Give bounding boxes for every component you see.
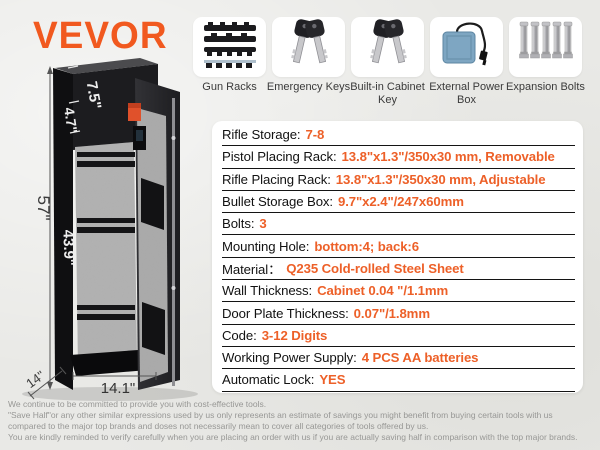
disclaimer-line: We continue to be committed to provide y… — [8, 399, 267, 409]
spec-value: 3-12 Digits — [261, 327, 328, 343]
safe-top-face — [55, 58, 158, 74]
expansion-bolts-icon — [514, 19, 578, 76]
safe-base — [70, 350, 148, 376]
gun-racks-icon — [198, 19, 262, 76]
accessory-card-bolts — [509, 17, 582, 77]
dim-door-height: 43.9" — [59, 229, 77, 266]
power-box-icon — [435, 19, 499, 76]
spec-label: Bolts: — [222, 216, 255, 232]
cabinet-keys-icon — [356, 18, 420, 76]
vevor-logo: VEVOR — [33, 14, 168, 57]
accessory-card-cabinet-key — [351, 17, 424, 77]
safe-side-panel — [53, 68, 73, 390]
spec-table: Rifle Storage:7-8 Pistol Placing Rack:13… — [212, 121, 583, 393]
spec-label: Working Power Supply: — [222, 350, 357, 366]
spec-label: Door Plate Thickness: — [222, 305, 349, 321]
door-pocket — [142, 302, 165, 355]
accessory-label: Built-in Cabinet Key — [350, 81, 425, 106]
disclaimer-line: You are kindly reminded to verify carefu… — [8, 432, 578, 442]
spec-row-auto-lock: Automatic Lock:YES — [222, 369, 575, 392]
dim-line-14-1 — [72, 372, 157, 380]
accessory-label: Emergency Keys — [266, 81, 351, 93]
accessory-label: Expansion Bolts — [506, 81, 585, 93]
spec-row-pistol-rack: Pistol Placing Rack:13.8"x1.3"/350x30 mm… — [222, 146, 575, 169]
dim-width: 14.1" — [101, 380, 136, 397]
spec-label: Material： — [222, 261, 282, 277]
spec-label: Pistol Placing Rack: — [222, 149, 337, 165]
accessory-label: Gun Racks — [202, 81, 257, 93]
spec-label: Automatic Lock: — [222, 372, 315, 388]
door-pocket — [141, 178, 164, 230]
disclaimer: We continue to be committed to provide y… — [8, 399, 596, 443]
hinge-bar — [172, 98, 175, 386]
spec-value: YES — [319, 372, 346, 388]
dim-ticks — [67, 65, 81, 134]
spec-row-door-thickness: Door Plate Thickness:0.07"/1.8mm — [222, 302, 575, 325]
spec-value: 0.07"/1.8mm — [353, 305, 430, 321]
spec-label: Mounting Hole: — [222, 238, 310, 254]
spec-value: 3 — [259, 216, 267, 232]
dim-line-14 — [27, 366, 67, 400]
spec-value: 9.7"x2.4"/247x60mm — [338, 194, 464, 210]
spec-label: Wall Thickness: — [222, 283, 313, 299]
spec-row-code: Code:3-12 Digits — [222, 325, 575, 347]
spec-label: Code: — [222, 327, 257, 343]
spec-label: Bullet Storage Box: — [222, 194, 333, 210]
dim-total-height: 57" — [34, 196, 53, 221]
spec-value: 4 PCS AA batteries — [361, 350, 479, 366]
spec-value: 13.8"x1.3"/350x30 mm, Removable — [341, 149, 555, 165]
spec-row-bullet-box: Bullet Storage Box: 9.7"x2.4"/247x60mm — [222, 191, 575, 214]
accessory-card-gun-racks — [193, 17, 266, 77]
dim-upper-height: 4.7" — [61, 106, 80, 134]
rifle-rack-straps — [77, 152, 135, 320]
dim-top-depth: 7.5" — [83, 80, 105, 110]
emergency-keys-icon — [277, 18, 341, 76]
spec-value: Cabinet 0.04 "/1.1mm — [317, 283, 449, 299]
accessory-label: External Power Box — [429, 81, 504, 106]
accessory-card-emergency-keys — [272, 17, 345, 77]
spec-value: 7-8 — [305, 127, 325, 143]
dim-depth: 14" — [23, 367, 48, 391]
spec-label: Rifle Storage: — [222, 127, 301, 143]
spec-row-rifle-storage: Rifle Storage:7-8 — [222, 124, 575, 147]
spec-row-rifle-rack: Rifle Placing Rack:13.8"x1.3"/350x30 mm,… — [222, 169, 575, 191]
spec-row-wall-thickness: Wall Thickness:Cabinet 0.04 "/1.1mm — [222, 280, 575, 303]
spec-label: Rifle Placing Rack: — [222, 171, 331, 187]
accessory-card-power-box — [430, 17, 503, 77]
spec-value: Q235 Cold-rolled Steel Sheet — [286, 260, 464, 276]
safe-door — [128, 78, 180, 390]
disclaimer-line: "Save Half"or any other similar expressi… — [8, 410, 553, 420]
spec-value: bottom:4; back:6 — [314, 238, 419, 254]
spec-row-material: Material：Q235 Cold-rolled Steel Sheet — [222, 258, 575, 281]
spec-value: 13.8"x1.3"/350x30 mm, Adjustable — [335, 171, 546, 187]
spec-row-mounting-hole: Mounting Hole:bottom:4; back:6 — [222, 235, 575, 258]
spec-row-power-supply: Working Power Supply:4 PCS AA batteries — [222, 347, 575, 370]
gun-safe-image: 57" 7.5" 4.7" 43.9" 14" 14.1" — [8, 50, 213, 405]
floor-shadow — [22, 387, 198, 401]
spec-row-bolts: Bolts:3 — [222, 213, 575, 236]
disclaimer-line: compared to the major top brands and dos… — [8, 421, 429, 431]
